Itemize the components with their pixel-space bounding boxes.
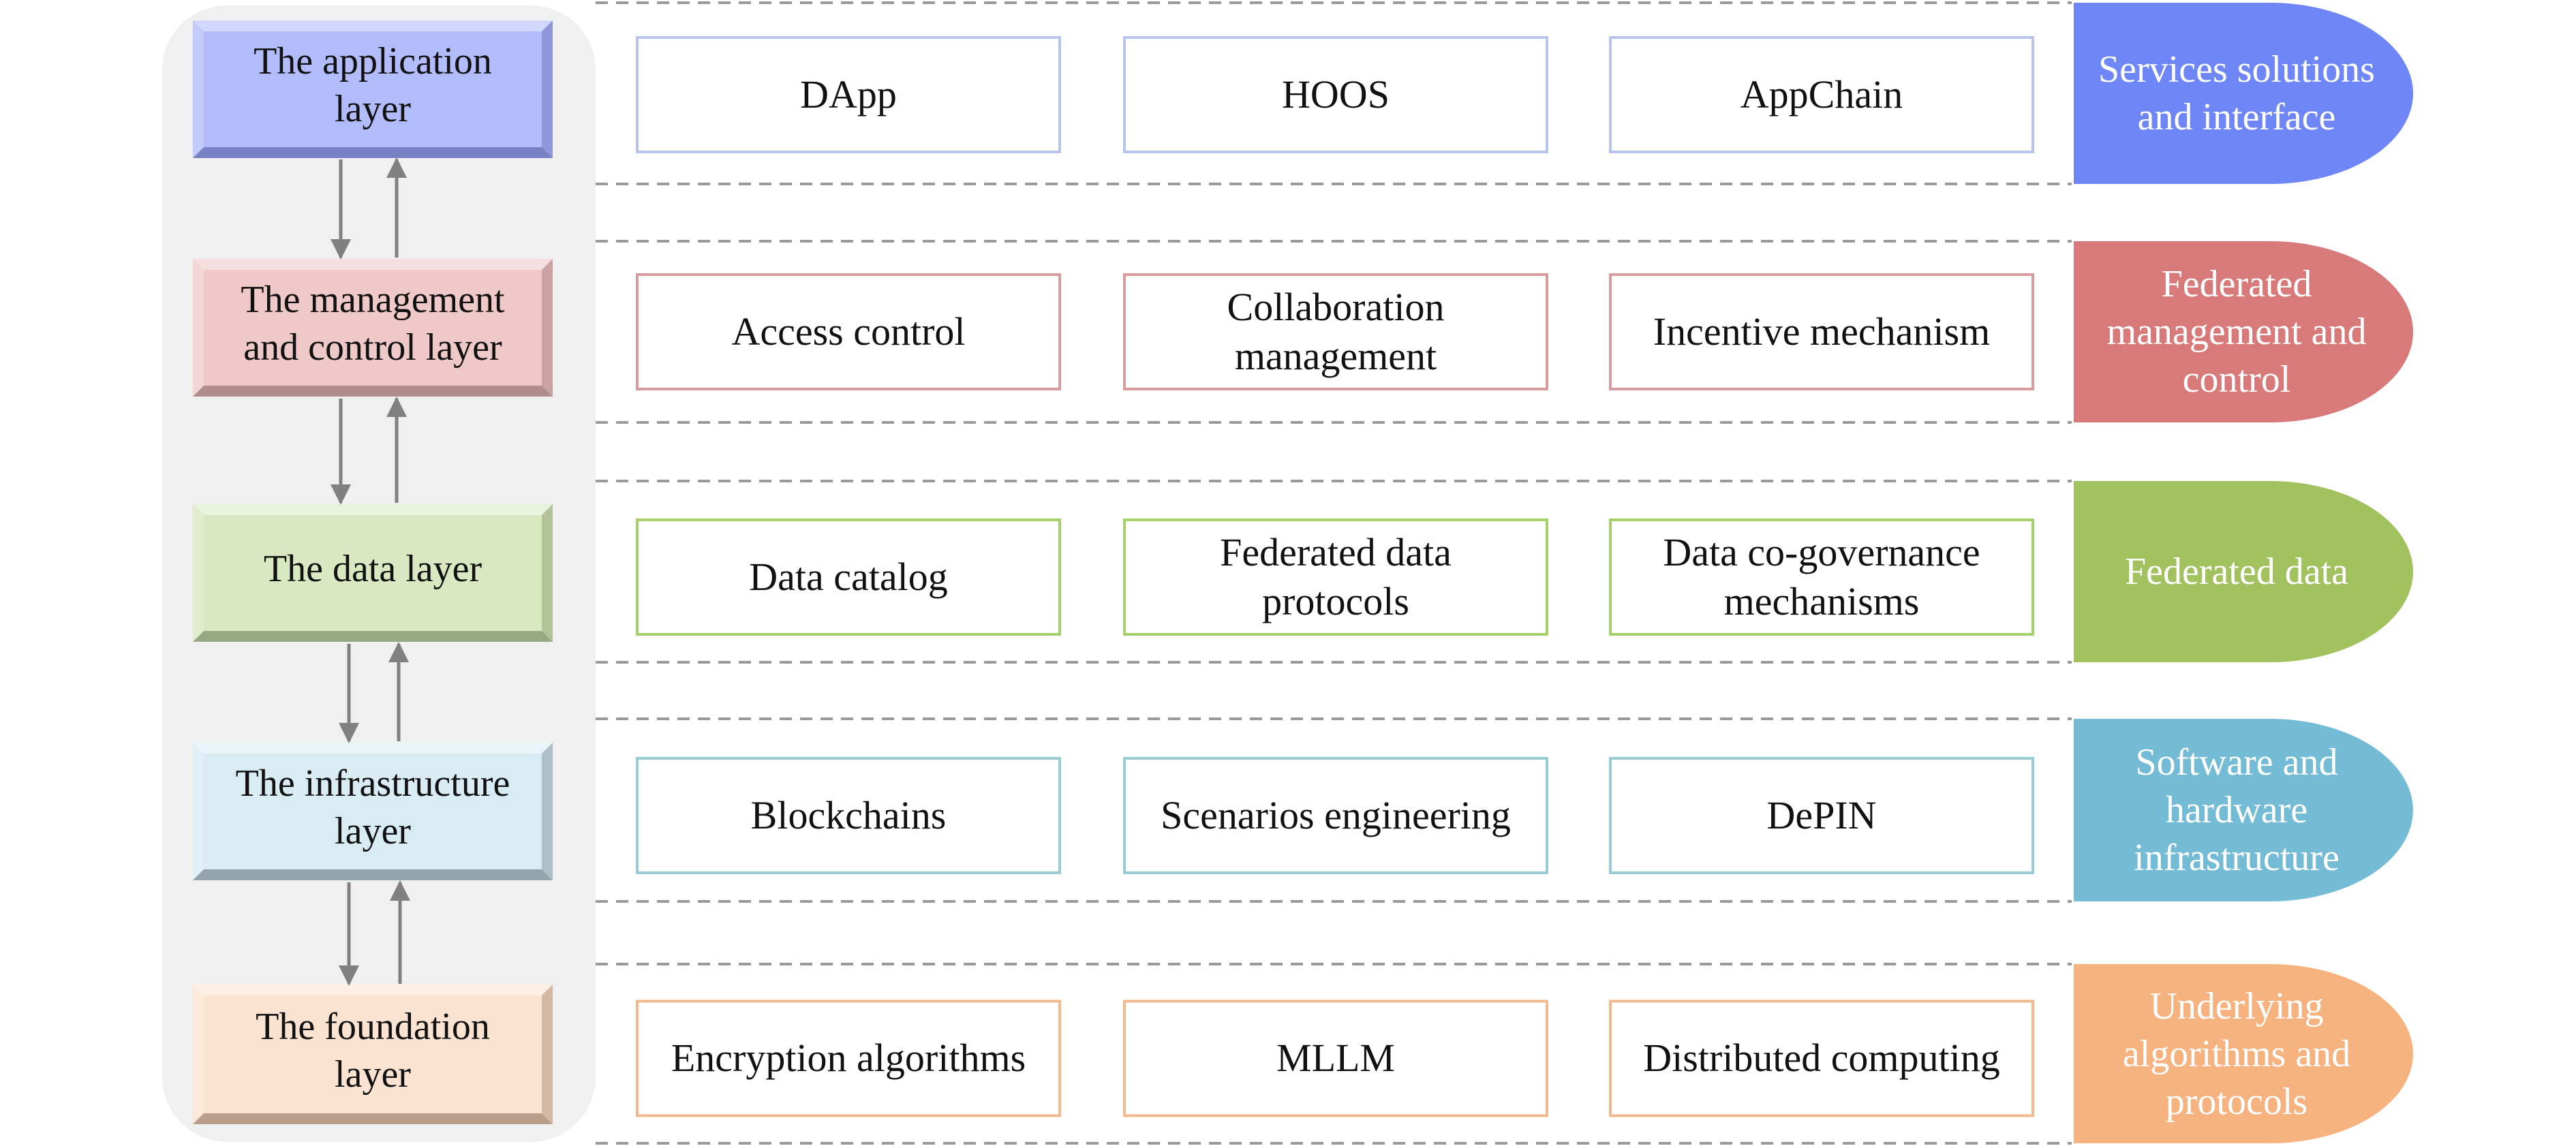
component-label-5-1: Encryption algorithms: [671, 1036, 1026, 1081]
layer-bevel-bottom-5: [193, 1113, 553, 1124]
component-box-4-1: [636, 757, 1061, 874]
component-box-1-1: [636, 36, 1061, 153]
component-box-4-2: [1123, 757, 1548, 874]
component-label-2-1: Access control: [731, 309, 966, 354]
layer-bevel-bottom-3: [193, 631, 553, 642]
layer-label-5: The foundation layer: [256, 1005, 490, 1096]
layer-bevel-top-3: [193, 504, 553, 515]
component-label-3-3: Data co-governance mechanisms: [1663, 529, 1980, 624]
side-label-4: Software and hardware infrastructure: [2134, 741, 2340, 879]
layer-label-1: The application layer: [254, 40, 492, 130]
layer-box-2: [204, 270, 542, 386]
component-label-3-2: Federated data protocols: [1220, 529, 1452, 624]
layer-box-5: [204, 995, 542, 1113]
component-box-2-2: [1123, 273, 1548, 390]
component-label-1-1: DApp: [800, 72, 897, 117]
layer-bevel-left-1: [193, 20, 204, 158]
side-label-3: Federated data: [2124, 551, 2349, 593]
component-label-3-1: Data catalog: [749, 554, 948, 599]
layer-bevel-bottom-1: [193, 147, 553, 158]
layer-bevel-top-5: [193, 985, 553, 995]
component-label-4-3: DePIN: [1766, 792, 1877, 837]
side-label-2: Federated management and control: [2106, 263, 2367, 401]
component-box-2-3: [1609, 273, 2034, 390]
component-box-3-1: [636, 518, 1061, 636]
component-label-2-2: Collaboration management: [1227, 284, 1445, 379]
layer-bevel-right-1: [542, 20, 553, 158]
component-label-5-2: MLLM: [1276, 1036, 1395, 1081]
component-label-4-1: Blockchains: [750, 792, 947, 837]
side-label-5: Underlying algorithms and protocols: [2122, 985, 2351, 1123]
component-label-2-3: Incentive mechanism: [1653, 309, 1991, 354]
side-label-1: Services solutions and interface: [2098, 48, 2375, 138]
layer-bevel-right-3: [542, 504, 553, 642]
component-box-1-2: [1123, 36, 1548, 153]
layer-bevel-left-5: [193, 985, 204, 1124]
component-box-5-1: [636, 1000, 1061, 1117]
side-tab-1: [2074, 3, 2413, 184]
component-label-1-3: AppChain: [1740, 72, 1903, 117]
component-box-5-2: [1123, 1000, 1548, 1117]
component-box-2-1: [636, 273, 1061, 390]
layer-box-1: [204, 31, 542, 147]
layer-bevel-top-1: [193, 20, 553, 31]
component-box-1-3: [1609, 36, 2034, 153]
layer-bevel-left-2: [193, 259, 204, 397]
layer-label-4: The infrastructure layer: [235, 762, 510, 852]
layer-box-4: [204, 754, 542, 869]
layer-label-3: The data layer: [263, 548, 482, 590]
layer-label-2: The management and control layer: [241, 279, 505, 369]
layer-bevel-left-4: [193, 743, 204, 880]
side-tab-2: [2074, 241, 2413, 422]
side-tab-5: [2074, 964, 2413, 1143]
component-label-5-3: Distributed computing: [1643, 1036, 2000, 1081]
layer-bevel-bottom-4: [193, 869, 553, 880]
side-tab-4: [2074, 719, 2413, 901]
side-tab-3: [2074, 481, 2413, 662]
layer-bevel-right-2: [542, 259, 553, 397]
layer-bevel-left-3: [193, 504, 204, 642]
component-box-5-3: [1609, 1000, 2034, 1117]
layer-box-3: [204, 515, 542, 631]
layer-bevel-right-4: [542, 743, 553, 880]
component-box-3-3: [1609, 518, 2034, 636]
component-box-4-3: [1609, 757, 2034, 874]
layer-bevel-top-4: [193, 743, 553, 754]
layer-bevel-right-5: [542, 985, 553, 1124]
component-box-3-2: [1123, 518, 1548, 636]
layer-bevel-bottom-2: [193, 386, 553, 397]
component-label-4-2: Scenarios engineering: [1161, 792, 1511, 837]
layer-bevel-top-2: [193, 259, 553, 270]
component-label-1-2: HOOS: [1282, 72, 1390, 117]
